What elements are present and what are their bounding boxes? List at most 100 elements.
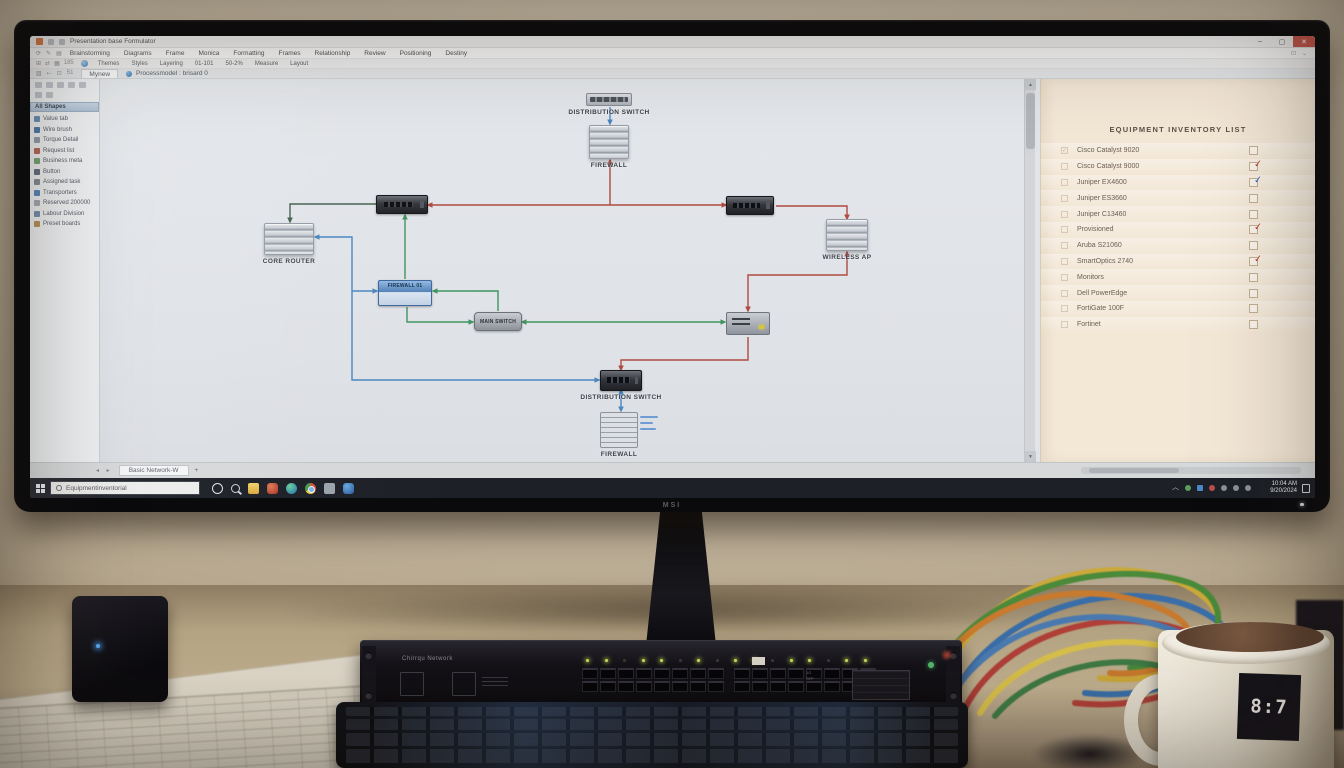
firewall-top-shape[interactable] <box>589 125 629 159</box>
inventory-row-cisco-catalyst-9020[interactable]: ✓Cisco Catalyst 9020 <box>1041 143 1315 159</box>
tool-icon[interactable] <box>35 82 42 88</box>
scrollbar-thumb[interactable] <box>1026 93 1035 149</box>
switch-b-shape[interactable] <box>726 196 774 215</box>
taskbar-icon-chrome[interactable] <box>305 482 316 494</box>
tray-icon-caret[interactable]: ︿ <box>1172 484 1179 491</box>
sidebar-item-business-meta[interactable]: Business meta <box>30 156 99 167</box>
scroll-up-icon[interactable]: ▲ <box>1025 79 1036 90</box>
toolbar-item-01-101[interactable]: 01-101 <box>194 60 214 67</box>
row-lead-checkbox[interactable] <box>1061 226 1068 234</box>
sidebar-header[interactable]: All Shapes <box>30 102 99 112</box>
diagram-node-switch-a[interactable] <box>376 195 428 214</box>
sidebar-item-labour-division[interactable]: Labour Division <box>30 209 99 220</box>
ribbon-tab-frames[interactable]: Frames <box>278 49 301 57</box>
ribbon-tab-brainstorming[interactable]: Brainstorming <box>69 49 110 57</box>
start-button[interactable] <box>30 478 50 498</box>
tray-icon-d[interactable] <box>1245 485 1251 491</box>
inventory-checkbox[interactable] <box>1249 146 1258 156</box>
tray-icon-b[interactable] <box>1197 485 1203 491</box>
switch-c-shape[interactable] <box>726 312 770 335</box>
add-page-button[interactable]: + <box>194 467 199 474</box>
ribbon-tab-monica[interactable]: Monica <box>198 49 220 57</box>
toolbar-item-styles[interactable]: Styles <box>131 60 148 67</box>
row-lead-checkbox[interactable] <box>1061 178 1068 186</box>
maximize-button[interactable]: ▢ <box>1278 38 1286 46</box>
sidebar-item-torque-detail[interactable]: Torque Detail <box>30 135 99 146</box>
diagram-node-firewall-appliance[interactable]: FIREWALL 01 <box>378 280 432 306</box>
toolbar-item-50-2-[interactable]: 50-2% <box>225 60 243 67</box>
list-icon[interactable]: ▤ <box>56 50 62 57</box>
toolbar-item-layering[interactable]: Layering <box>159 60 183 67</box>
row-lead-checkbox[interactable]: ✓ <box>1061 147 1068 155</box>
inventory-checkbox[interactable] <box>1249 272 1258 282</box>
inventory-checkbox[interactable] <box>1249 288 1258 298</box>
ribbon-tab-formatting[interactable]: Formatting <box>233 49 265 57</box>
ribbon-tab-relationship[interactable]: Relationship <box>314 49 351 57</box>
pencil-icon[interactable]: ✎ <box>46 50 52 57</box>
ribbon-tab-diagrams[interactable]: Diagrams <box>123 49 152 57</box>
inventory-row-fortinet[interactable]: Fortinet <box>1041 316 1315 333</box>
inventory-checkbox[interactable] <box>1249 193 1258 203</box>
taskbar-icon-app-red[interactable] <box>267 482 278 494</box>
taskbar-clock[interactable]: 10:04 AM 9/20/2024 <box>1270 481 1297 495</box>
notification-center-icon[interactable] <box>1302 483 1310 493</box>
taskbar-icon-app-blue[interactable] <box>343 482 354 494</box>
vertical-scrollbar[interactable]: ▲ ▼ <box>1024 79 1036 462</box>
diagram-node-firewall-bottom[interactable]: FIREWALL <box>600 412 658 458</box>
sidebar-item-transporters[interactable]: Transporters <box>30 188 99 199</box>
taskbar-icon-edge[interactable] <box>286 482 297 494</box>
tool-icon[interactable] <box>46 82 53 88</box>
save-icon[interactable] <box>48 38 54 45</box>
row-lead-checkbox[interactable] <box>1061 210 1068 218</box>
refresh-icon[interactable]: ⟳ <box>36 50 42 57</box>
tool-icon[interactable] <box>35 92 42 98</box>
horizontal-scrollbar[interactable] <box>1081 467 1301 474</box>
inventory-row-dell-poweredge[interactable]: Dell PowerEdge <box>1041 285 1315 301</box>
diagram-node-distribution-switch-bottom[interactable]: DISTRIBUTION SWITCH <box>580 370 661 401</box>
core-router-shape[interactable] <box>264 223 314 255</box>
inventory-row-monitors[interactable]: Monitors <box>1041 269 1315 286</box>
diagram-node-wireless-ap[interactable]: WIRELESS AP <box>823 219 871 261</box>
toolbar-item-layout[interactable]: Layout <box>290 60 309 67</box>
inventory-checkbox[interactable] <box>1249 304 1258 314</box>
pointer-tool-icon[interactable] <box>80 60 88 67</box>
firewall-bottom-shape[interactable] <box>600 412 638 448</box>
toolbar-item-measure[interactable]: Measure <box>254 60 279 67</box>
undo-icon[interactable] <box>59 38 65 45</box>
wireless-ap-shape[interactable] <box>826 219 868 251</box>
taskbar-icon-folder[interactable] <box>248 482 259 494</box>
diagram-node-main-switch[interactable]: MAIN SWITCH <box>474 312 522 331</box>
diagram-node-distribution-switch-top[interactable]: DISTRIBUTION SWITCH <box>568 93 649 116</box>
tray-icon-g[interactable] <box>1185 485 1191 491</box>
inventory-row-aruba-s21060[interactable]: Aruba S21060 <box>1041 237 1315 254</box>
document-tab[interactable]: Mynew <box>81 69 119 78</box>
inventory-row-cisco-catalyst-9000[interactable]: Cisco Catalyst 9000✓ <box>1041 158 1315 175</box>
tray-icon-d[interactable] <box>1233 485 1239 491</box>
row-lead-checkbox[interactable] <box>1061 305 1068 313</box>
main-switch-shape[interactable]: MAIN SWITCH <box>474 312 522 331</box>
diagram-node-firewall-top[interactable]: FIREWALL <box>589 125 629 169</box>
row-lead-checkbox[interactable] <box>1061 257 1068 265</box>
inventory-checkbox[interactable] <box>1249 241 1258 251</box>
sidebar-item-button[interactable]: Button <box>30 167 99 178</box>
connector-c5[interactable] <box>747 254 848 309</box>
sidebar-item-reserved-200000[interactable]: Reserved 200000 <box>30 198 99 209</box>
tool-icon[interactable] <box>79 82 86 88</box>
ribbon-tab-review[interactable]: Review <box>364 49 386 57</box>
tray-icon-r[interactable] <box>1209 485 1215 491</box>
back-icon[interactable]: ⇠ <box>46 71 52 77</box>
tool-icon[interactable] <box>46 92 53 98</box>
row-lead-checkbox[interactable] <box>1061 321 1068 329</box>
inventory-checkbox[interactable] <box>1249 256 1258 266</box>
row-lead-checkbox[interactable] <box>1061 273 1068 281</box>
distribution-switch-bottom-shape[interactable] <box>600 370 642 391</box>
tray-icon-d[interactable] <box>1221 485 1227 491</box>
pages-icon[interactable]: ▧ <box>36 71 42 77</box>
toolbar-item-themes[interactable]: Themes <box>97 60 120 67</box>
inventory-checkbox[interactable] <box>1249 225 1258 235</box>
connector-c8[interactable] <box>435 290 499 311</box>
sidebar-item-value-tab[interactable]: Value tab <box>30 114 99 125</box>
connector-c9[interactable] <box>406 307 471 323</box>
ribbon-tab-frame[interactable]: Frame <box>165 49 185 57</box>
connector-c11[interactable] <box>317 236 597 381</box>
